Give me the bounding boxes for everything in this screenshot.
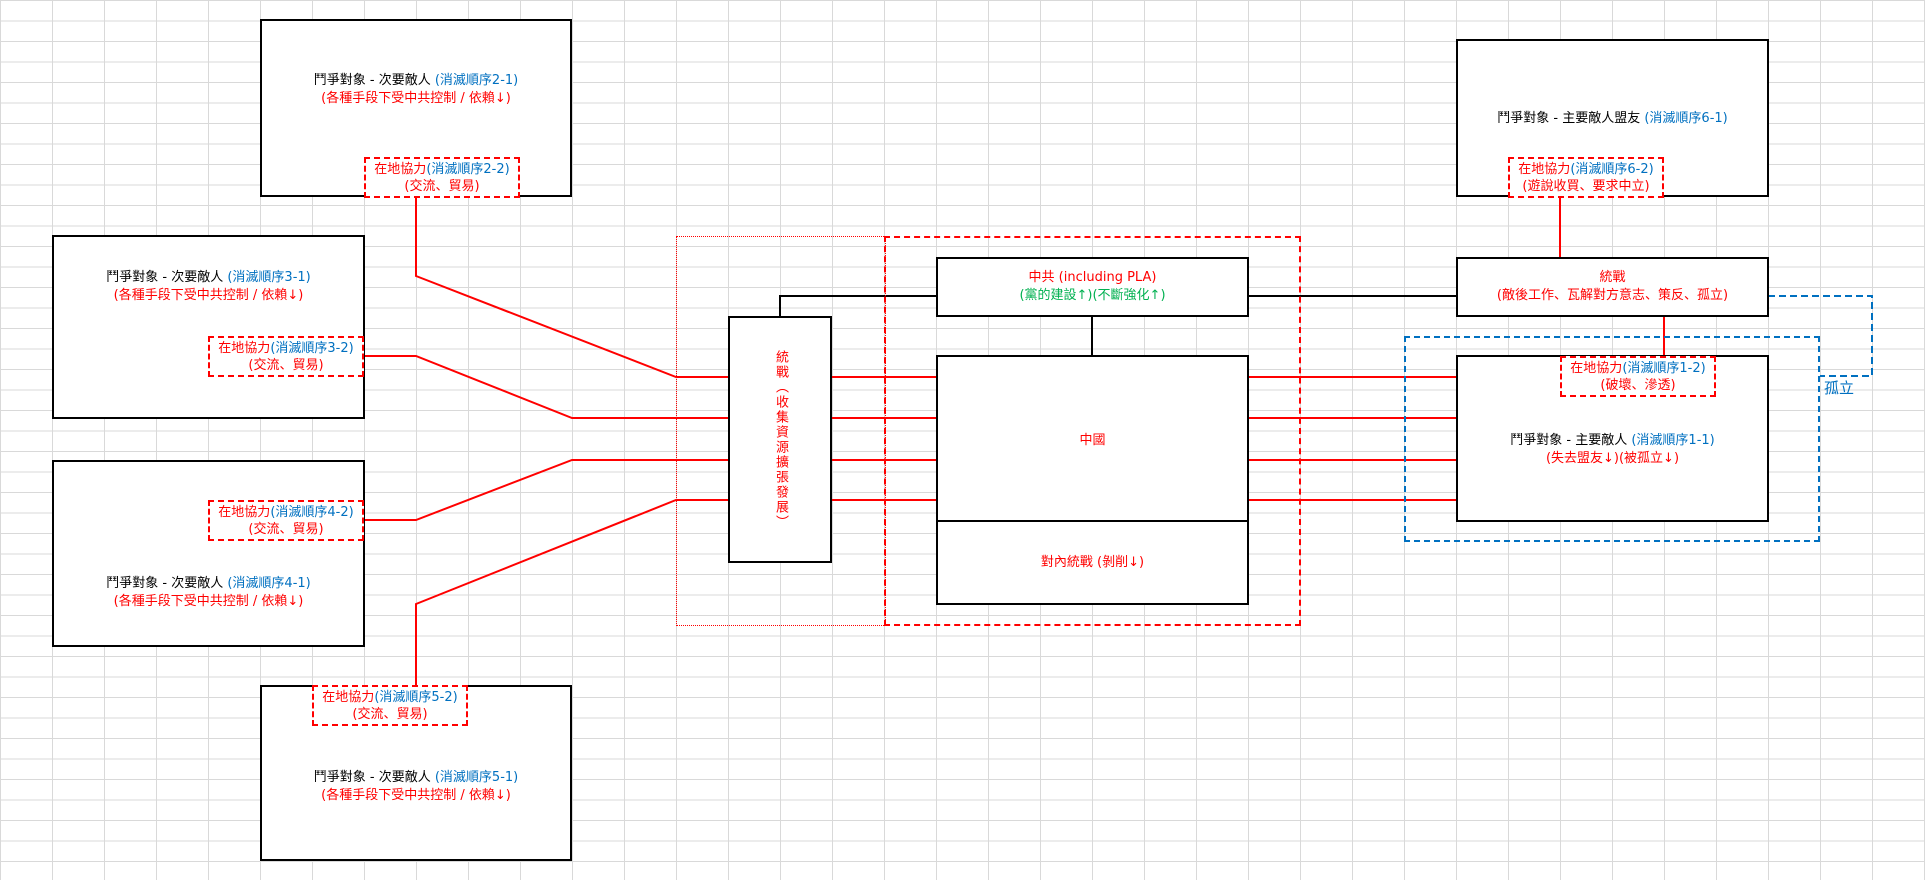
local-collab-4-title: 在地協力 (218, 504, 271, 520)
local-collab-5-desc: (交流、貿易) (352, 706, 428, 722)
local-collab-1-desc: (破壞、滲透) (1600, 377, 1676, 393)
china-divider (938, 520, 1247, 522)
ccp-box: 中共 (including PLA) (黨的建設↑)(不斷強化↑) (936, 257, 1249, 317)
secondary-enemy-2-title: 鬥爭對象 - 次要敵人 (313, 73, 431, 88)
secondary-enemy-5-order: (消滅順序5-1) (434, 770, 519, 785)
secondary-enemy-5-title: 鬥爭對象 - 次要敵人 (313, 770, 431, 785)
connector-local-3 (364, 355, 729, 419)
local-collab-6-title: 在地協力 (1518, 161, 1571, 177)
main-enemy-ally-title: 鬥爭對象 - 主要敵人盟友 (1497, 111, 1641, 126)
connector-local-5 (415, 499, 729, 686)
local-collab-4-order: (消滅順序4-2) (270, 504, 354, 520)
local-collab-6-order: (消滅順序6-2) (1570, 161, 1654, 177)
local-collab-6-desc: (遊說收買、要求中立) (1522, 178, 1650, 194)
local-collab-2-box: 在地協力(消滅順序2-2) (交流、貿易) (364, 157, 520, 198)
china-box: 中國 對內統戰 (剝削↓) (936, 355, 1249, 605)
right-united-front-desc: (敵後工作、瓦解對方意志、策反、孤立) (1496, 288, 1729, 303)
ccp-title: 中共 (including PLA) (1028, 270, 1157, 285)
secondary-enemy-5-effect: (各種手段下受中共控制 / 依賴↓) (321, 788, 511, 803)
isolation-bracket (1768, 295, 1873, 377)
local-collab-1-box: 在地協力(消滅順序1-2) (破壞、滲透) (1560, 356, 1716, 397)
connector-local-2 (415, 196, 729, 378)
china-internal-united-front: 對內統戰 (剝削↓) (1040, 555, 1145, 570)
main-enemy-ally-order: (消滅順序6-1) (1644, 111, 1728, 126)
secondary-enemy-2-effect: (各種手段下受中共控制 / 依賴↓) (321, 91, 511, 106)
secondary-enemy-4-title: 鬥爭對象 - 次要敵人 (106, 576, 224, 591)
local-collab-3-box: 在地協力(消滅順序3-2) (交流、貿易) (208, 336, 364, 377)
secondary-enemy-3-box: 鬥爭對象 - 次要敵人 (消滅順序3-1) (各種手段下受中共控制 / 依賴↓) (52, 235, 365, 419)
connector-local-4 (364, 459, 729, 521)
left-united-front-text: 統戰（收集資源擴張發展） (773, 349, 788, 530)
local-collab-3-desc: (交流、貿易) (248, 357, 324, 373)
local-collab-1-order: (消滅順序1-2) (1622, 360, 1706, 376)
ccp-china-frame (884, 236, 1301, 626)
isolation-label: 孤立 (1824, 379, 1855, 397)
local-collab-4-desc: (交流、貿易) (248, 521, 324, 537)
main-enemy-order: (消滅順序1-1) (1631, 433, 1715, 448)
right-united-front-box: 統戰 (敵後工作、瓦解對方意志、策反、孤立) (1456, 257, 1769, 317)
main-enemy-effect: (失去盟友↓)(被孤立↓) (1545, 451, 1680, 466)
secondary-enemy-2-order: (消滅順序2-1) (434, 73, 519, 88)
secondary-enemy-3-title: 鬥爭對象 - 次要敵人 (106, 270, 224, 285)
local-collab-6-box: 在地協力(消滅順序6-2) (遊說收買、要求中立) (1508, 157, 1664, 198)
main-enemy-title: 鬥爭對象 - 主要敵人 (1510, 433, 1628, 448)
local-collab-2-title: 在地協力 (374, 161, 427, 177)
local-collab-3-title: 在地協力 (218, 340, 271, 356)
local-collab-5-title: 在地協力 (322, 689, 375, 705)
ccp-subtitle: (黨的建設↑)(不斷強化↑) (1019, 288, 1166, 303)
local-collab-2-desc: (交流、貿易) (404, 178, 480, 194)
local-collab-5-order: (消滅順序5-2) (374, 689, 458, 705)
china-label: 中國 (1079, 433, 1106, 448)
secondary-enemy-4-box: 鬥爭對象 - 次要敵人 (消滅順序4-1) (各種手段下受中共控制 / 依賴↓) (52, 460, 365, 647)
local-collab-1-title: 在地協力 (1570, 360, 1623, 376)
main-enemy-isolation-frame (1404, 336, 1820, 542)
secondary-enemy-3-effect: (各種手段下受中共控制 / 依賴↓) (113, 288, 304, 303)
left-united-front-box: 統戰（收集資源擴張發展） (728, 316, 832, 563)
secondary-enemy-4-order: (消滅順序4-1) (227, 576, 311, 591)
local-collab-4-box: 在地協力(消滅順序4-2) (交流、貿易) (208, 500, 364, 541)
secondary-enemy-4-effect: (各種手段下受中共控制 / 依賴↓) (113, 594, 304, 609)
secondary-enemy-3-order: (消滅順序3-1) (227, 270, 311, 285)
local-collab-3-order: (消滅順序3-2) (270, 340, 354, 356)
right-united-front-title: 統戰 (1599, 270, 1626, 285)
local-collab-5-box: 在地協力(消滅順序5-2) (交流、貿易) (312, 685, 468, 726)
local-collab-2-order: (消滅順序2-2) (426, 161, 510, 177)
